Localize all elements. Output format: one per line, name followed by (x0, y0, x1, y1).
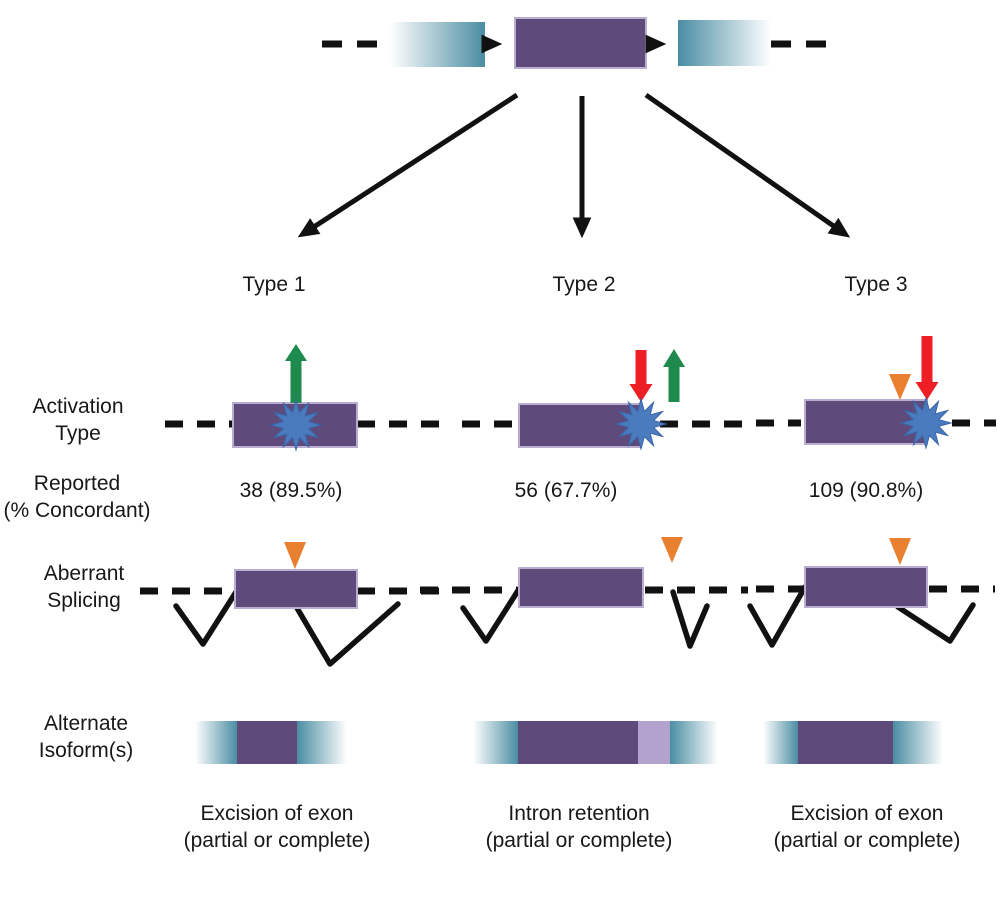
outcome-caption-type2-line1: Intron retention (508, 802, 650, 825)
isoform-flank-right (893, 721, 943, 764)
isoform-exon (798, 721, 893, 764)
splice-junction-right (294, 601, 401, 667)
row-label-splicing-line1: Aberrant (43, 562, 125, 585)
row-label-isoform-line2: Isoform(s) (38, 739, 134, 762)
blue-starburst-icon (269, 398, 323, 452)
exon-box (234, 569, 358, 609)
type1-splicing-diagram (140, 542, 452, 667)
row-label-reported-line2: (% Concordant) (3, 499, 151, 522)
splice-junction-right (670, 589, 710, 649)
type3-splicing-diagram (747, 538, 995, 648)
row-label-reported: Reported (% Concordant) (3, 470, 150, 524)
type2-activation-diagram (462, 349, 748, 451)
row-label-isoform: Alternate Isoform(s) (39, 710, 134, 764)
splice-junction-left (747, 584, 808, 648)
row-label-splicing: Aberrant Splicing (44, 560, 125, 614)
green-up-arrow-icon (663, 349, 685, 402)
row-label-splicing-line2: Splicing (47, 589, 121, 612)
type2-isoform-bar (473, 721, 718, 764)
exon-box (804, 399, 928, 445)
isoform-flank-left (473, 721, 518, 764)
orange-triangle-icon (661, 537, 683, 563)
splice-junction-left (460, 586, 522, 644)
isoform-flank-right (670, 721, 718, 764)
outcome-caption-type2: Intron retention (partial or complete) (486, 800, 673, 854)
red-down-arrow-icon (629, 350, 653, 402)
row-label-activation: Activation Type (32, 393, 123, 447)
isoform-flank-right (297, 721, 347, 764)
exon-box (518, 567, 644, 608)
alternative-exon (514, 17, 647, 69)
row-label-activation-line2: Type (55, 422, 101, 445)
branch-arrows (297, 92, 851, 239)
row-label-isoform-line1: Alternate (43, 712, 129, 735)
orange-triangle-icon (284, 542, 306, 569)
isoform-flank-left (195, 721, 237, 764)
row-label-activation-line1: Activation (32, 395, 124, 418)
type3-label: Type 3 (844, 273, 908, 296)
exon-box (804, 566, 928, 608)
isoform-exon (518, 721, 638, 764)
splice-junction-right (895, 602, 976, 644)
isoform-retained-intron (638, 721, 670, 764)
upstream-exon (390, 22, 485, 67)
outcome-caption-type3: Excision of exon (partial or complete) (774, 800, 961, 854)
reported-value-type3: 109 (90.8%) (808, 479, 924, 502)
outcome-caption-type3-line1: Excision of exon (790, 802, 944, 825)
splice-junction-left (173, 589, 239, 647)
outcome-caption-type1-line2: (partial or complete) (183, 829, 371, 852)
branch-arrow-type3-icon (644, 92, 851, 238)
reported-value-type1: 38 (89.5%) (239, 479, 343, 502)
blue-starburst-icon (899, 396, 953, 450)
outcome-caption-type3-line2: (partial or complete) (773, 829, 961, 852)
type1-activation-diagram (165, 344, 452, 452)
type2-splicing-diagram (420, 537, 748, 649)
blue-starburst-icon (614, 397, 668, 451)
downstream-exon (678, 20, 771, 66)
type1-isoform-bar (195, 721, 347, 764)
isoform-flank-left (763, 721, 798, 764)
outcome-caption-type1: Excision of exon (partial or complete) (184, 800, 371, 854)
outcome-caption-type2-line2: (partial or complete) (485, 829, 673, 852)
row-label-reported-line1: Reported (33, 472, 121, 495)
green-up-arrow-icon (285, 344, 307, 403)
type1-label: Type 1 (242, 273, 306, 296)
gene-schematic (322, 17, 838, 69)
outcome-caption-type1-line1: Excision of exon (200, 802, 354, 825)
branch-arrow-type1-icon (297, 92, 519, 238)
red-down-arrow-icon (915, 336, 939, 400)
type2-label: Type 2 (552, 273, 616, 296)
type3-isoform-bar (763, 721, 943, 764)
orange-triangle-icon (889, 538, 911, 565)
reported-value-type2: 56 (67.7%) (514, 479, 618, 502)
type3-activation-diagram (756, 336, 996, 450)
orange-triangle-icon (889, 374, 911, 400)
isoform-exon (237, 721, 297, 764)
